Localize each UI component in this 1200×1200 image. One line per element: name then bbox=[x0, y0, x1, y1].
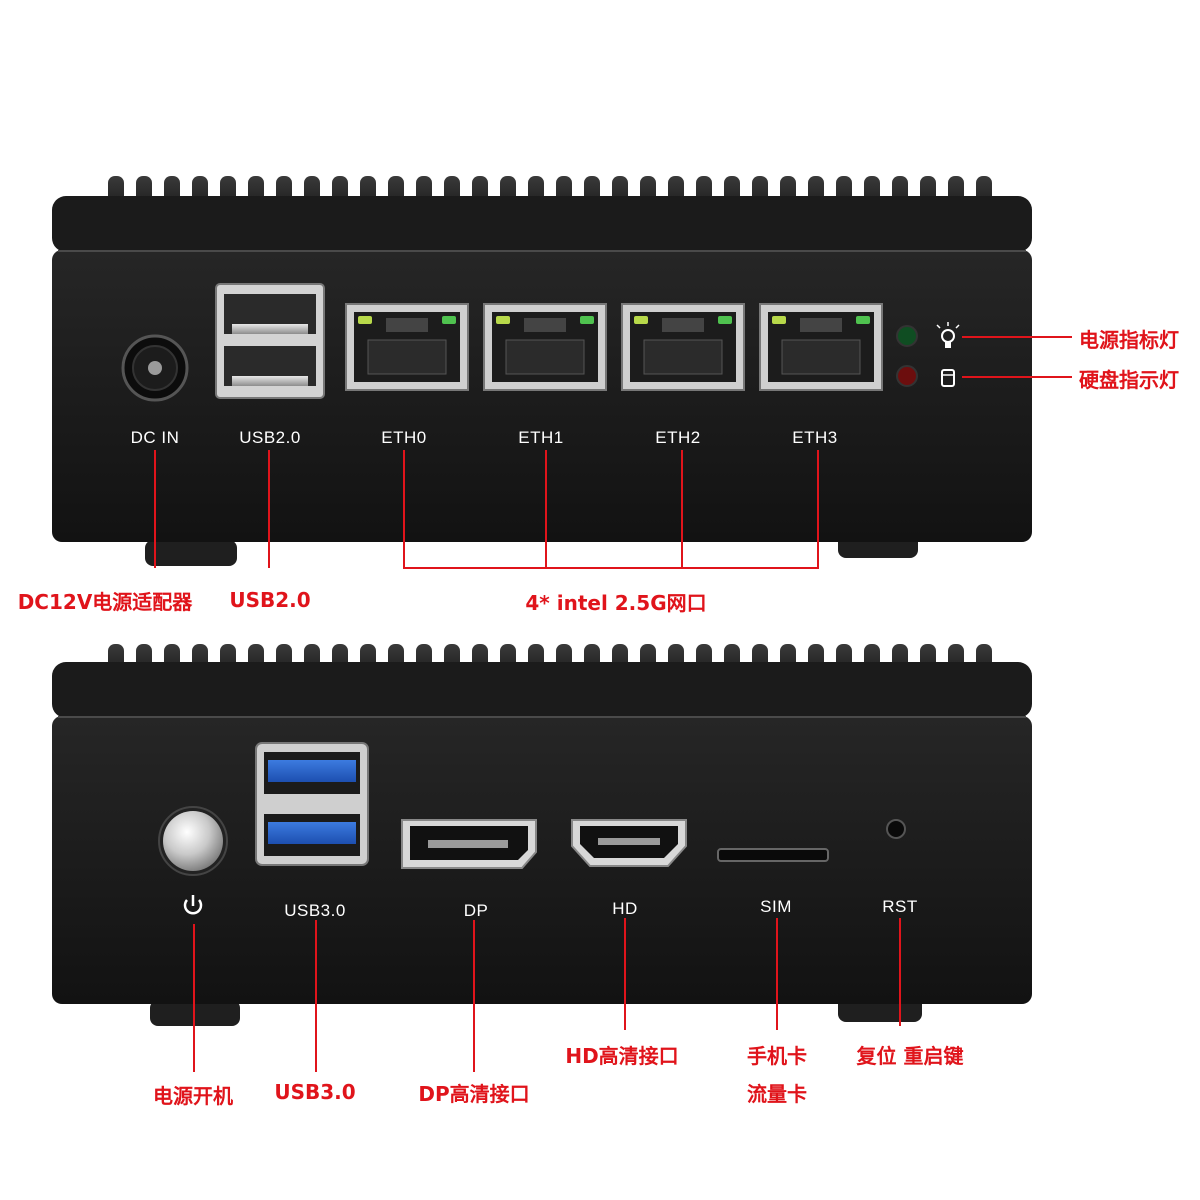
hdmi-port bbox=[571, 819, 687, 867]
ethernet-ports bbox=[345, 303, 883, 391]
disk-icon bbox=[941, 369, 955, 387]
annotation-disk-led: 硬盘指示灯 bbox=[1079, 368, 1179, 392]
chassis-lid bbox=[52, 196, 1032, 252]
leader-eth0 bbox=[403, 450, 405, 568]
annotation-sim-line1: 手机卡 bbox=[747, 1044, 807, 1068]
annotation-sim-line2: 流量卡 bbox=[747, 1082, 807, 1106]
leader-sim bbox=[776, 918, 778, 1030]
power-led bbox=[896, 325, 918, 347]
annotation-usb2: USB2.0 bbox=[229, 588, 311, 612]
label-usb3: USB3.0 bbox=[284, 901, 346, 920]
label-hd: HD bbox=[612, 899, 638, 918]
label-dc-in: DC IN bbox=[130, 428, 180, 447]
status-leds bbox=[896, 325, 918, 387]
annotation-power-button: 电源开机 bbox=[153, 1084, 233, 1108]
leader-power-led bbox=[962, 336, 1072, 338]
leader-disk-led bbox=[962, 376, 1072, 378]
annotation-dp: DP高清接口 bbox=[418, 1082, 530, 1106]
label-usb2: USB2.0 bbox=[239, 428, 301, 447]
leader-dc-in bbox=[154, 450, 156, 568]
front-panel bbox=[52, 250, 1032, 542]
leader-usb3 bbox=[315, 920, 317, 1072]
reset-hole bbox=[886, 819, 906, 839]
annotation-usb3: USB3.0 bbox=[274, 1080, 356, 1104]
annotation-ethernet: 4* intel 2.5G网口 bbox=[525, 591, 707, 615]
label-dp: DP bbox=[463, 901, 489, 920]
chassis-lid bbox=[52, 662, 1032, 718]
label-sim: SIM bbox=[760, 897, 792, 916]
label-eth3: ETH3 bbox=[792, 428, 838, 447]
label-rst: RST bbox=[882, 897, 918, 916]
leader-usb2 bbox=[268, 450, 270, 568]
label-eth2: ETH2 bbox=[655, 428, 701, 447]
dc-in-jack bbox=[121, 334, 189, 402]
usb2-dual-port bbox=[215, 283, 325, 399]
leader-eth3 bbox=[817, 450, 819, 568]
rj45-port bbox=[483, 303, 607, 391]
annotation-hd: HD高清接口 bbox=[565, 1044, 679, 1068]
leader-power-button bbox=[193, 924, 195, 1072]
power-button bbox=[158, 806, 228, 876]
leader-hd bbox=[624, 918, 626, 1030]
power-icon bbox=[183, 895, 203, 915]
leader-reset bbox=[899, 918, 901, 1026]
bulb-icon bbox=[936, 322, 960, 348]
rj45-port bbox=[759, 303, 883, 391]
foot-left bbox=[150, 1000, 240, 1026]
foot-left bbox=[145, 540, 237, 566]
label-eth0: ETH0 bbox=[381, 428, 427, 447]
sim-slot bbox=[717, 848, 829, 862]
leader-ethernet-bracket bbox=[403, 567, 819, 569]
usb3-dual-port bbox=[255, 742, 369, 866]
annotation-power-led: 电源指标灯 bbox=[1079, 328, 1179, 352]
label-eth1: ETH1 bbox=[518, 428, 564, 447]
displayport-port bbox=[401, 819, 537, 869]
leader-dp bbox=[473, 920, 475, 1072]
rj45-port bbox=[345, 303, 469, 391]
rj45-port bbox=[621, 303, 745, 391]
annotation-dc-adapter: DC12V电源适配器 bbox=[17, 590, 193, 614]
top-device bbox=[52, 176, 1032, 566]
annotation-reset: 复位 重启键 bbox=[856, 1044, 964, 1068]
disk-led bbox=[896, 365, 918, 387]
bottom-device bbox=[52, 644, 1032, 1026]
leader-eth1 bbox=[545, 450, 547, 568]
leader-eth2 bbox=[681, 450, 683, 568]
